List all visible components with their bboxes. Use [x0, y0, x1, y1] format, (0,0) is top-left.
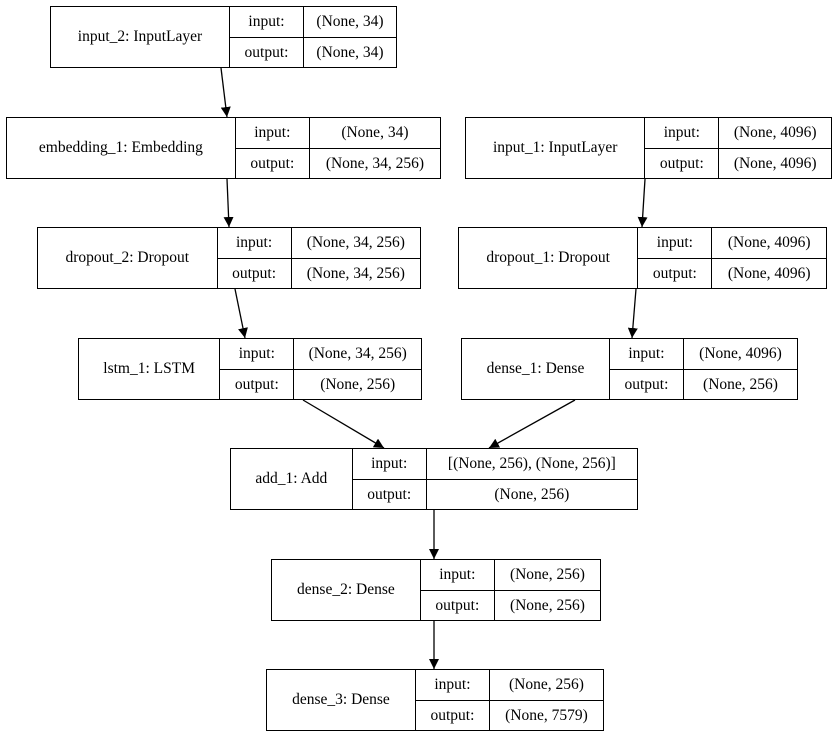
node-name: lstm_1: LSTM — [79, 339, 221, 399]
output-row: output: (None, 4096) — [638, 257, 826, 288]
input-label: input: — [638, 228, 713, 258]
output-shape: (None, 34) — [316, 43, 384, 61]
node-name: embedding_1: Embedding — [7, 118, 236, 178]
output-label: output: — [218, 258, 292, 288]
output-label: output: — [236, 148, 310, 178]
output-shape: (None, 34, 256) — [306, 264, 405, 282]
input-label: input: — [645, 118, 720, 148]
node-name: dense_1: Dense — [462, 339, 610, 399]
output-label: output: — [220, 369, 295, 399]
node-name: dropout_1: Dropout — [459, 228, 639, 288]
output-label: output: — [230, 37, 304, 67]
input-label: input: — [230, 7, 304, 37]
output-row: output: (None, 256) — [609, 368, 797, 399]
input-shape: (None, 34, 256) — [306, 234, 405, 251]
output-shape: (None, 4096) — [733, 154, 817, 172]
output-row: output: (None, 256) — [420, 589, 600, 620]
edge-dropout-2-to-lstm-1 — [234, 288, 248, 339]
input-label: input: — [218, 228, 292, 258]
input-row: input: (None, 256) — [416, 670, 603, 700]
output-shape: (None, 4096) — [727, 264, 811, 282]
output-shape: (None, 256) — [494, 485, 570, 503]
input-shape: (None, 256) — [509, 676, 584, 693]
input-row: input: (None, 4096) — [638, 228, 826, 258]
input-row: input: (None, 34, 256) — [220, 339, 421, 369]
output-label: output: — [421, 590, 495, 620]
output-shape: (None, 256) — [703, 375, 778, 393]
edge-input-2-to-embedding-1 — [220, 67, 231, 118]
input-row: input: (None, 34) — [230, 7, 396, 37]
input-label: input: — [220, 339, 295, 369]
node-name: add_1: Add — [231, 449, 353, 509]
output-row: output: (None, 34, 256) — [217, 257, 420, 288]
input-shape: (None, 4096) — [733, 124, 817, 141]
input-row: input: (None, 256) — [421, 560, 600, 590]
node-name: dropout_2: Dropout — [38, 228, 218, 288]
output-row: output: (None, 256) — [352, 478, 637, 509]
output-row: output: (None, 256) — [220, 368, 421, 399]
output-shape: (None, 256) — [509, 596, 585, 614]
input-row: input: (None, 34, 256) — [218, 228, 420, 258]
edge-dropout-1-to-dense-1 — [627, 288, 638, 339]
input-label: input: — [353, 449, 427, 479]
input-shape: (None, 34, 256) — [308, 345, 407, 362]
input-row: input: [(None, 256), (None, 256)] — [353, 449, 637, 479]
output-shape: (None, 7579) — [505, 706, 588, 724]
input-label: input: — [610, 339, 684, 369]
output-label: output: — [610, 369, 684, 399]
output-shape: (None, 34, 256) — [325, 154, 424, 172]
input-shape: (None, 34) — [316, 13, 384, 30]
output-label: output: — [353, 479, 427, 509]
edge-dense-1-to-add-1 — [488, 399, 576, 449]
output-label: output: — [638, 258, 713, 288]
input-label: input: — [421, 560, 495, 590]
input-label: input: — [236, 118, 310, 148]
output-label: output: — [645, 148, 720, 178]
edge-lstm-1-to-add-1 — [302, 399, 385, 449]
node-name: input_2: InputLayer — [51, 7, 230, 67]
node-name: input_1: InputLayer — [466, 118, 646, 178]
output-label: output: — [416, 700, 490, 730]
input-shape: (None, 4096) — [727, 234, 811, 251]
input-row: input: (None, 34) — [236, 118, 440, 148]
output-shape: (None, 256) — [320, 375, 396, 393]
node-name: dense_2: Dense — [272, 560, 421, 620]
output-row: output: (None, 4096) — [645, 147, 831, 178]
node-name: dense_3: Dense — [267, 670, 416, 730]
input-shape: [(None, 256), (None, 256)] — [447, 455, 616, 472]
edge-input-1-to-dropout-1 — [637, 178, 648, 228]
input-row: input: (None, 4096) — [645, 118, 831, 148]
input-shape: (None, 34) — [341, 124, 409, 141]
input-label: input: — [416, 670, 490, 700]
input-row: input: (None, 4096) — [610, 339, 797, 369]
output-row: output: (None, 34) — [230, 36, 396, 67]
input-shape: (None, 256) — [509, 566, 585, 583]
edge-embedding-1-to-dropout-2 — [223, 178, 234, 228]
output-row: output: (None, 34, 256) — [235, 147, 440, 178]
output-row: output: (None, 7579) — [415, 699, 603, 730]
input-shape: (None, 4096) — [699, 345, 782, 362]
